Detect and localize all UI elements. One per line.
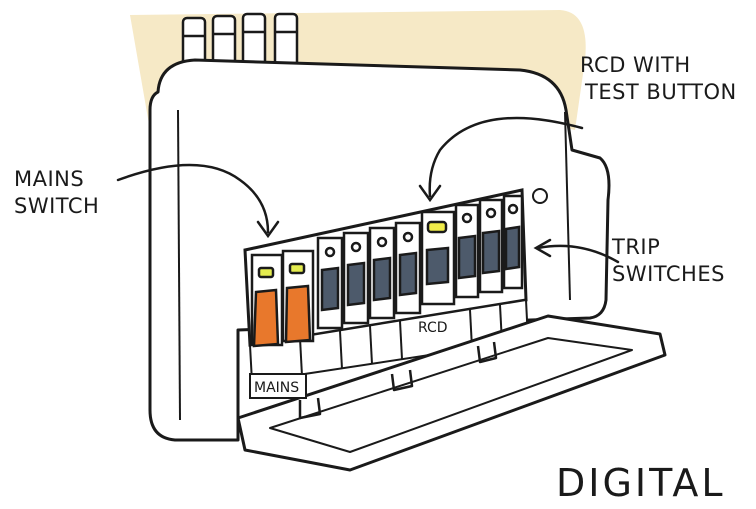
trip-switch-group-left <box>318 223 420 328</box>
rcd-label-line2: TEST BUTTON <box>584 80 737 104</box>
trip-switches-label-line1: TRIP <box>611 235 660 259</box>
rcd-test-button[interactable] <box>428 222 446 232</box>
trip-switch-group-right <box>456 196 522 297</box>
trip-switch-4[interactable] <box>400 253 416 295</box>
trip-switch-6[interactable] <box>483 231 499 273</box>
mains-switch-group <box>252 251 313 346</box>
mains-switch-2[interactable] <box>286 286 310 342</box>
mains-slot-label: MAINS <box>254 380 299 396</box>
trip-switch-3[interactable] <box>374 258 390 300</box>
rcd-switch[interactable] <box>427 248 448 284</box>
mains-switch-label-line1: MAINS <box>14 167 84 191</box>
trip-switch-5[interactable] <box>459 236 475 278</box>
trip-switch-2[interactable] <box>348 263 364 305</box>
rcd-slot-label: RCD <box>418 320 448 336</box>
rcd-label-line1: RCD WITH <box>580 53 691 77</box>
mains-indicator-1 <box>259 268 273 277</box>
mains-switch-label-line2: SWITCH <box>14 194 99 218</box>
credit-text: DIGITAL <box>556 461 726 505</box>
trip-switch-1[interactable] <box>322 268 338 310</box>
mains-switch-1[interactable] <box>254 290 278 346</box>
trip-switch-7[interactable] <box>506 227 519 269</box>
panel-screw <box>533 189 547 203</box>
rcd-module <box>422 212 454 304</box>
mains-indicator-2 <box>290 264 304 273</box>
trip-switches-label-line2: SWITCHES <box>612 262 725 286</box>
